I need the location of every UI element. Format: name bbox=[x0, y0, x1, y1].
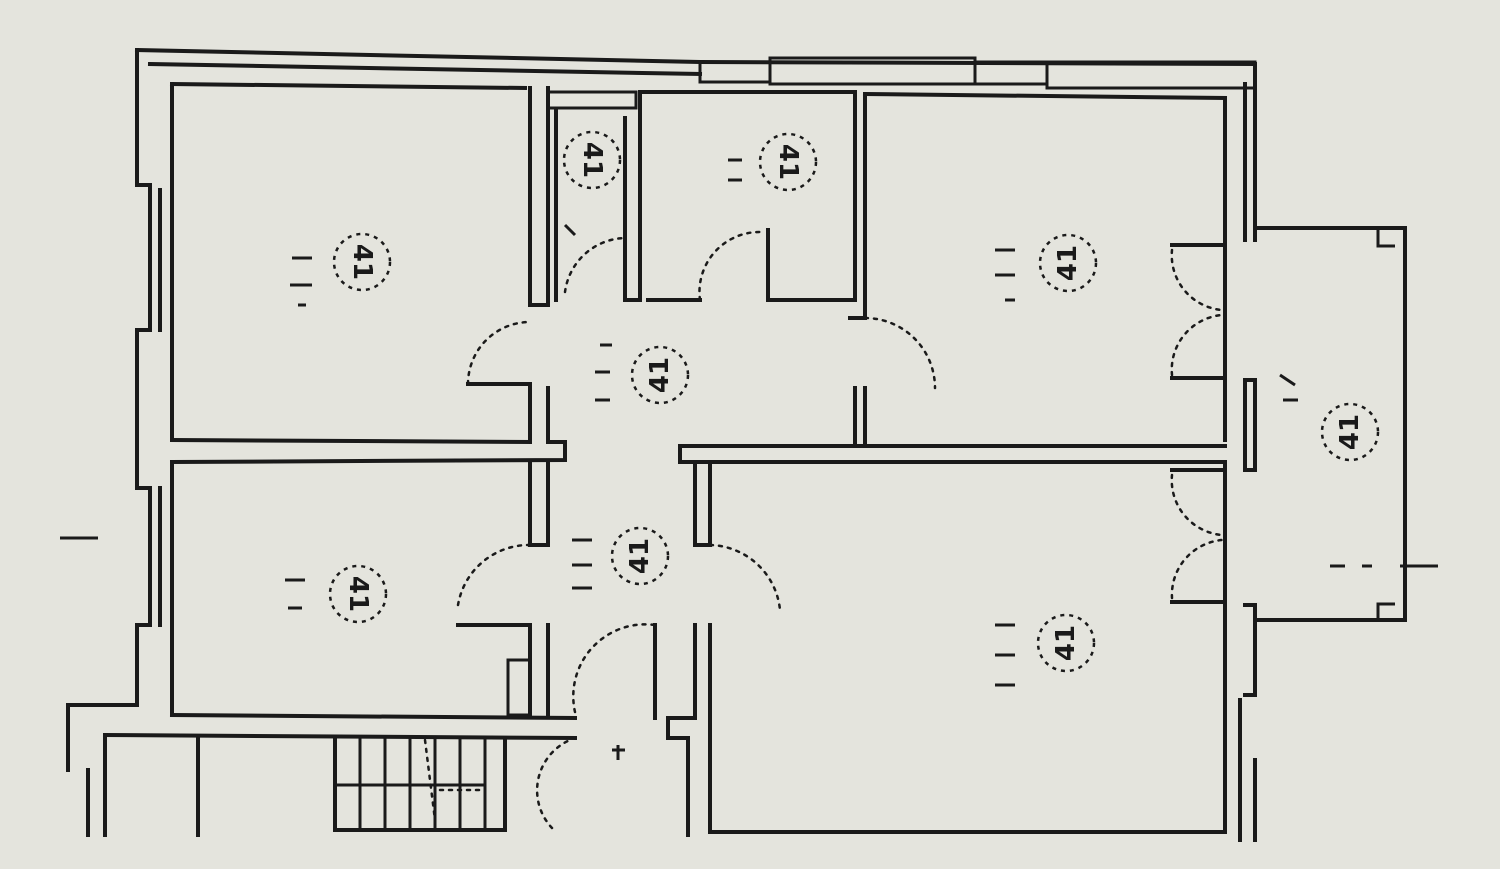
room-tag-label: 41 bbox=[645, 357, 675, 393]
room-tag-bedroom-ne: 41 bbox=[1038, 233, 1098, 293]
room-tag-label: 41 bbox=[773, 144, 803, 180]
interior-walls bbox=[86, 86, 1407, 837]
room-tag-bedroom-sw: 41 bbox=[328, 564, 388, 624]
tag-circle bbox=[610, 526, 670, 586]
annotation-marks bbox=[60, 158, 1438, 760]
door-swings bbox=[456, 230, 1224, 830]
room-tag-bath: 41 bbox=[758, 132, 818, 192]
room-tag-label: 41 bbox=[1051, 625, 1081, 661]
tag-circle bbox=[1036, 613, 1096, 673]
tag-circle bbox=[328, 564, 388, 624]
tag-circle bbox=[1320, 402, 1380, 462]
room-tag-toilet: 41 bbox=[562, 130, 622, 190]
tag-circle bbox=[758, 132, 818, 192]
room-tag-label: 41 bbox=[1335, 414, 1365, 450]
outer-walls bbox=[66, 47, 1258, 842]
room-tag-hall-lower: 41 bbox=[610, 526, 670, 586]
room-tag-balcony: 41 bbox=[1320, 402, 1380, 462]
tag-circle bbox=[1038, 233, 1098, 293]
room-tag-label: 41 bbox=[625, 538, 655, 574]
room-tag-bedroom-nw: 41 bbox=[332, 232, 392, 292]
tag-circle bbox=[630, 345, 690, 405]
room-tag-label: 41 bbox=[347, 244, 377, 280]
room-tag-label: 41 bbox=[1053, 245, 1083, 281]
staircase bbox=[333, 736, 507, 832]
room-tag-living: 41 bbox=[1036, 613, 1096, 673]
room-tag-hall-upper: 41 bbox=[630, 345, 690, 405]
room-tag-label: 41 bbox=[343, 576, 373, 612]
tag-circle bbox=[332, 232, 392, 292]
room-tag-label: 41 bbox=[577, 142, 607, 178]
tag-circle bbox=[562, 130, 622, 190]
